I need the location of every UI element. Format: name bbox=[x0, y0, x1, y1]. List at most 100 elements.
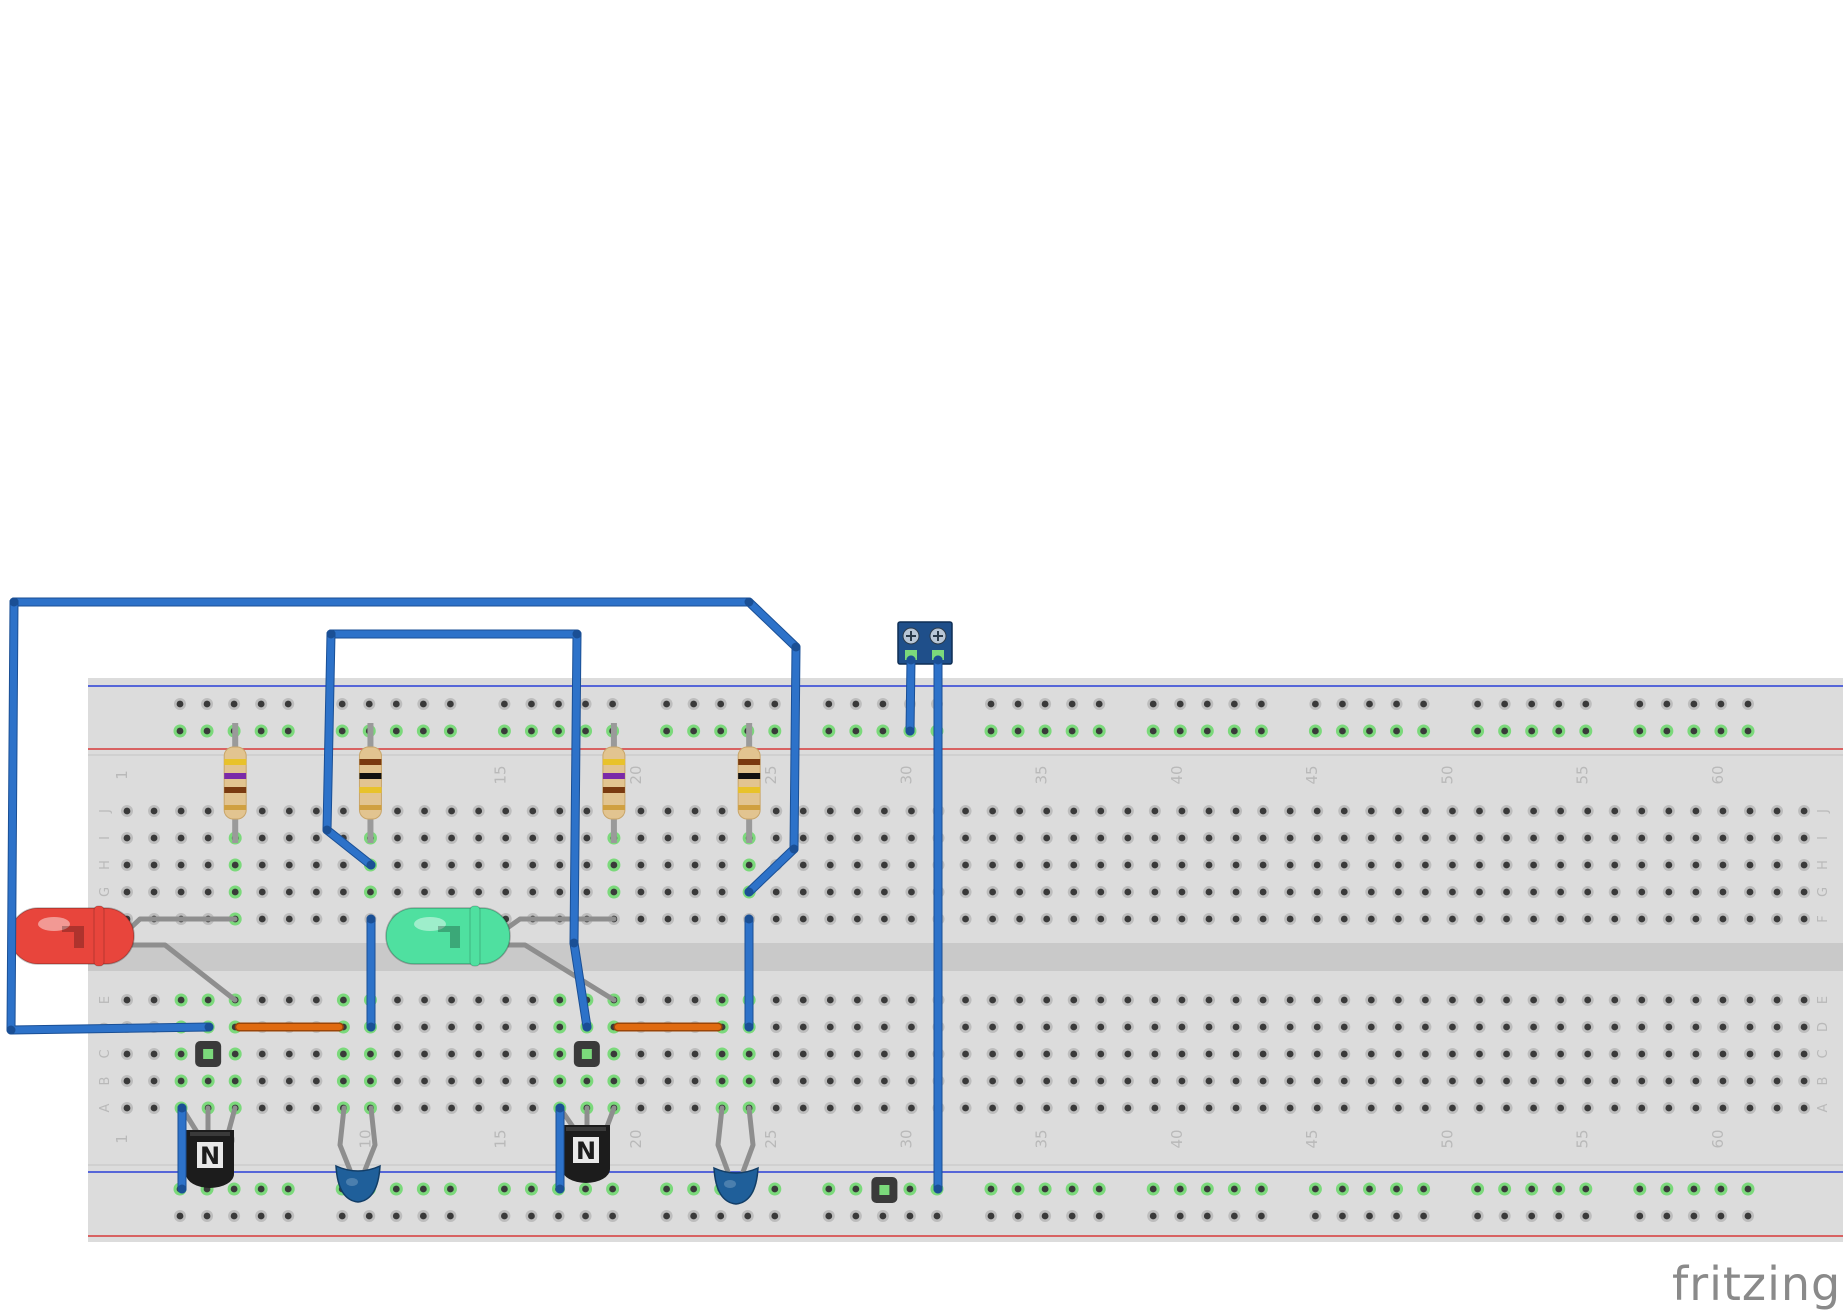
top-rail-hole[interactable] bbox=[228, 698, 241, 710]
hole-B10[interactable] bbox=[363, 1074, 377, 1088]
hole-H30[interactable] bbox=[905, 859, 918, 871]
top-rail-hole[interactable] bbox=[1336, 698, 1349, 710]
hole-G11[interactable] bbox=[391, 886, 404, 898]
hole-I59[interactable] bbox=[1689, 832, 1702, 844]
hole-C15[interactable] bbox=[499, 1048, 512, 1060]
hole-E58[interactable] bbox=[1662, 994, 1675, 1006]
bottom-rail-hole[interactable] bbox=[579, 1210, 592, 1222]
hole-D40[interactable] bbox=[1175, 1021, 1188, 1033]
bottom-rail-hole[interactable] bbox=[984, 1182, 998, 1196]
hole-F54[interactable] bbox=[1554, 913, 1567, 925]
hole-A58[interactable] bbox=[1662, 1102, 1675, 1114]
hole-H49[interactable] bbox=[1419, 859, 1432, 871]
hole-G61[interactable] bbox=[1744, 886, 1756, 898]
hole-D62[interactable] bbox=[1771, 1021, 1784, 1033]
hole-F41[interactable] bbox=[1203, 913, 1215, 925]
hole-F53[interactable] bbox=[1527, 913, 1540, 925]
hole-E30[interactable] bbox=[905, 994, 918, 1006]
hole-E7[interactable] bbox=[283, 994, 296, 1006]
bottom-rail-hole[interactable] bbox=[1335, 1182, 1349, 1196]
hole-A28[interactable] bbox=[851, 1102, 864, 1114]
resistor-r4[interactable] bbox=[737, 723, 761, 843]
bottom-rail-hole[interactable] bbox=[1146, 1182, 1160, 1196]
top-rail-hole[interactable] bbox=[255, 698, 268, 710]
hole-C20[interactable] bbox=[634, 1048, 647, 1060]
bottom-rail-hole[interactable] bbox=[606, 1210, 619, 1222]
hole-E44[interactable] bbox=[1284, 994, 1297, 1006]
hole-D34[interactable] bbox=[1013, 1021, 1026, 1033]
bottom-rail-hole[interactable] bbox=[254, 1182, 268, 1196]
hole-C19[interactable] bbox=[607, 1047, 621, 1061]
bottom-rail-hole[interactable] bbox=[417, 1210, 430, 1222]
hole-J20[interactable] bbox=[634, 805, 647, 817]
hole-E21[interactable] bbox=[662, 994, 674, 1006]
top-rail-hole[interactable] bbox=[1201, 698, 1214, 710]
hole-G17[interactable] bbox=[553, 886, 566, 898]
top-rail-hole[interactable] bbox=[1363, 698, 1376, 710]
hole-A7[interactable] bbox=[283, 1102, 296, 1114]
hole-F30[interactable] bbox=[905, 913, 918, 925]
hole-J63[interactable] bbox=[1798, 805, 1811, 817]
hole-H51[interactable] bbox=[1473, 859, 1486, 871]
hole-H18[interactable] bbox=[580, 859, 593, 871]
hole-I39[interactable] bbox=[1148, 832, 1161, 844]
hole-B2[interactable] bbox=[148, 1075, 161, 1087]
hole-F27[interactable] bbox=[824, 913, 837, 925]
bottom-rail-hole[interactable] bbox=[174, 1210, 186, 1222]
blue-wire-q1-rail[interactable] bbox=[177, 1103, 187, 1194]
bottom-rail-hole[interactable] bbox=[282, 1210, 295, 1222]
hole-E54[interactable] bbox=[1554, 994, 1567, 1006]
bottom-rail-hole[interactable] bbox=[1092, 1182, 1106, 1196]
hole-D16[interactable] bbox=[526, 1021, 539, 1033]
hole-E60[interactable] bbox=[1716, 994, 1729, 1006]
hole-B12[interactable] bbox=[418, 1075, 431, 1087]
hole-B46[interactable] bbox=[1338, 1075, 1351, 1087]
hole-D58[interactable] bbox=[1662, 1021, 1675, 1033]
bottom-rail-hole[interactable] bbox=[255, 1210, 268, 1222]
hole-C51[interactable] bbox=[1473, 1048, 1486, 1060]
hole-A1[interactable] bbox=[121, 1102, 133, 1114]
bottom-rail-hole[interactable] bbox=[687, 1210, 700, 1222]
bottom-rail-hole[interactable] bbox=[1714, 1210, 1727, 1222]
hole-H22[interactable] bbox=[689, 859, 702, 871]
top-rail-hole[interactable] bbox=[443, 724, 457, 738]
top-rail-hole[interactable] bbox=[552, 698, 565, 710]
hole-J3[interactable] bbox=[175, 805, 188, 817]
hole-I18[interactable] bbox=[580, 832, 593, 844]
hole-H8[interactable] bbox=[310, 859, 323, 871]
bottom-rail-hole[interactable] bbox=[1579, 1182, 1593, 1196]
hole-H12[interactable] bbox=[418, 859, 431, 871]
hole-D55[interactable] bbox=[1581, 1021, 1594, 1033]
hole-A46[interactable] bbox=[1338, 1102, 1351, 1114]
top-rail-hole[interactable] bbox=[606, 698, 619, 710]
hole-J52[interactable] bbox=[1500, 805, 1513, 817]
hole-H7[interactable] bbox=[283, 859, 296, 871]
hole-F40[interactable] bbox=[1175, 913, 1188, 925]
hole-C33[interactable] bbox=[986, 1048, 999, 1060]
hole-H27[interactable] bbox=[824, 859, 837, 871]
hole-D61[interactable] bbox=[1744, 1021, 1756, 1033]
hole-B45[interactable] bbox=[1311, 1075, 1324, 1087]
hole-B60[interactable] bbox=[1716, 1075, 1729, 1087]
hole-E11[interactable] bbox=[391, 994, 404, 1006]
hole-C22[interactable] bbox=[689, 1048, 702, 1060]
bottom-rail-hole[interactable] bbox=[985, 1210, 997, 1222]
hole-C37[interactable] bbox=[1094, 1048, 1107, 1060]
hole-E36[interactable] bbox=[1067, 994, 1080, 1006]
hole-H40[interactable] bbox=[1175, 859, 1188, 871]
hole-D37[interactable] bbox=[1094, 1021, 1107, 1033]
hole-E27[interactable] bbox=[824, 994, 837, 1006]
hole-I60[interactable] bbox=[1716, 832, 1729, 844]
hole-G42[interactable] bbox=[1230, 886, 1243, 898]
hole-J45[interactable] bbox=[1311, 805, 1324, 817]
hole-F62[interactable] bbox=[1771, 913, 1784, 925]
top-rail-hole[interactable] bbox=[1633, 698, 1646, 710]
hole-D56[interactable] bbox=[1608, 1021, 1621, 1033]
hole-I50[interactable] bbox=[1446, 832, 1459, 844]
hole-J16[interactable] bbox=[526, 805, 539, 817]
hole-I13[interactable] bbox=[445, 832, 458, 844]
hole-G59[interactable] bbox=[1689, 886, 1702, 898]
hole-I58[interactable] bbox=[1662, 832, 1675, 844]
hole-J25[interactable] bbox=[770, 805, 783, 817]
hole-A8[interactable] bbox=[310, 1102, 323, 1114]
